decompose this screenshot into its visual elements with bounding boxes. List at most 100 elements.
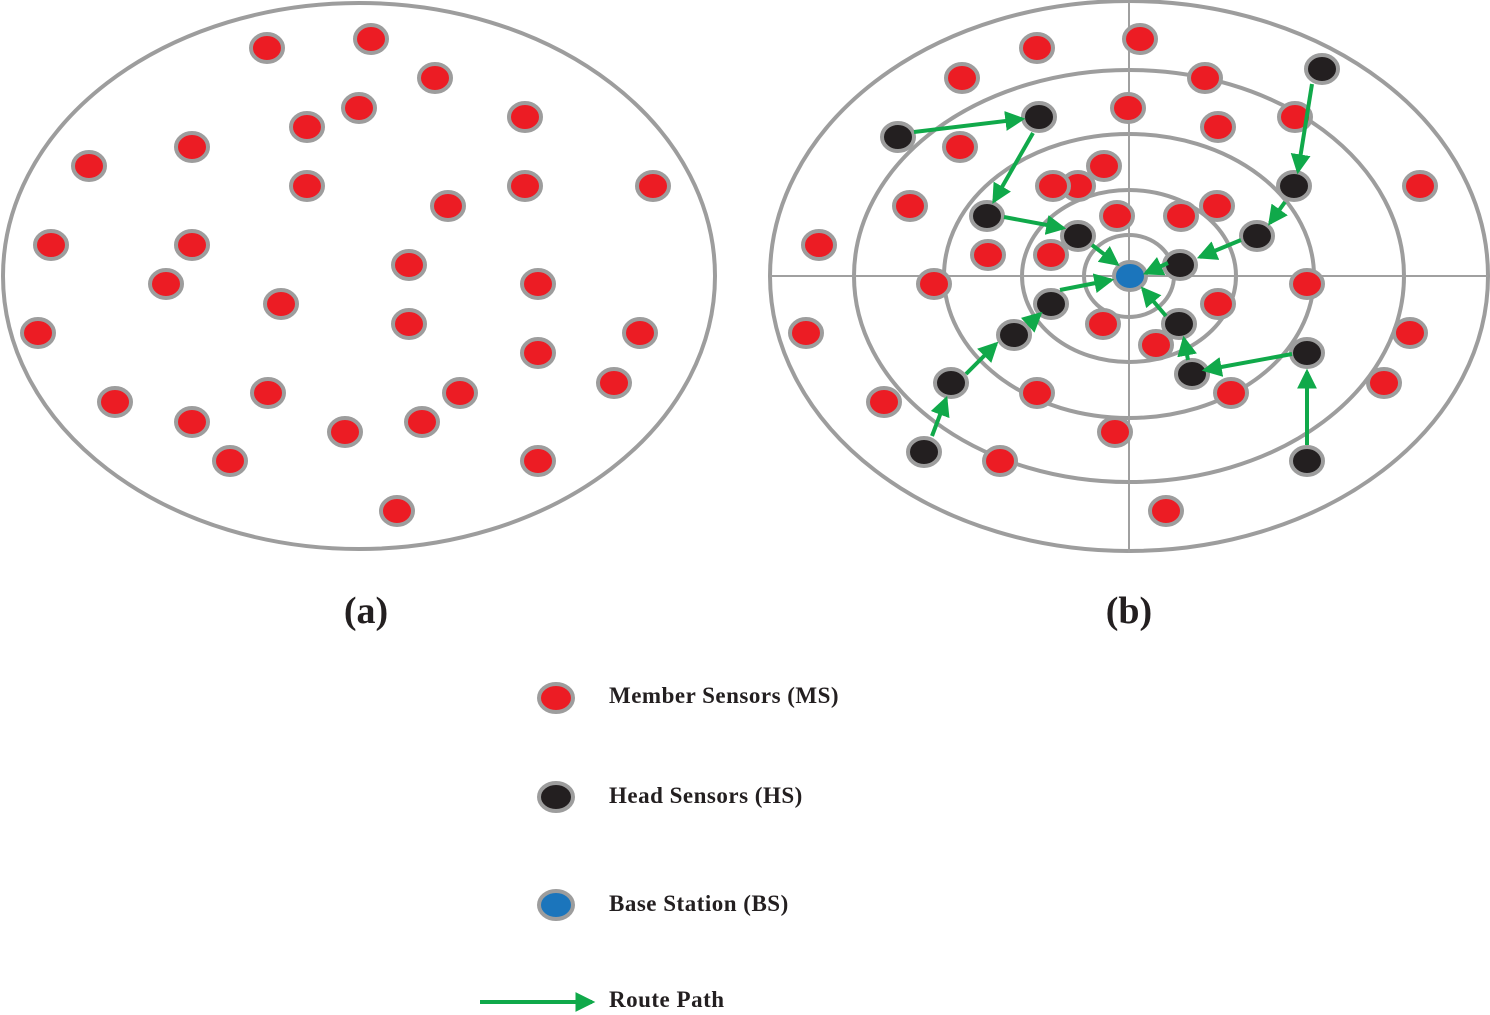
route-path-arrow (1142, 256, 1169, 276)
base-station (1112, 260, 1148, 292)
member-sensor (944, 62, 980, 94)
member-sensor (263, 288, 299, 320)
head-sensor (1239, 220, 1275, 252)
member-sensor (1099, 200, 1135, 232)
panel-b-ring-clustering (768, 0, 1490, 553)
member-sensor (391, 308, 427, 340)
caption-panel-b: (b) (1106, 590, 1152, 632)
member-sensor (1086, 150, 1122, 182)
member-sensor (1148, 495, 1184, 527)
member-sensor (622, 317, 658, 349)
member-sensor (430, 190, 466, 222)
member-sensor (174, 406, 210, 438)
legend-member-swatch (537, 682, 575, 714)
route-path-arrow (1059, 273, 1115, 294)
member-sensor (417, 62, 453, 94)
legend-item-base: Base Station (BS) (537, 889, 789, 921)
member-sensor (327, 416, 363, 448)
route-path-arrow (1177, 335, 1197, 361)
route-path-arrow (1140, 286, 1168, 318)
legend-item-head: Head Sensors (HS) (537, 781, 803, 813)
legend-base-swatch (537, 889, 575, 921)
legend-base-label: Base Station (BS) (609, 891, 789, 916)
route-path-arrow (930, 395, 950, 437)
member-sensor (635, 170, 671, 202)
member-sensor (148, 268, 184, 300)
head-sensor (906, 436, 942, 468)
member-sensor (1019, 32, 1055, 64)
head-sensor (1174, 358, 1210, 390)
member-sensor (250, 377, 286, 409)
member-sensor (1085, 308, 1121, 340)
legend-head-swatch (537, 781, 575, 813)
head-sensor (1033, 288, 1069, 320)
route-path-arrow (1090, 243, 1120, 267)
member-sensor (1366, 367, 1402, 399)
member-sensor (520, 337, 556, 369)
panel-a-field-boundary (1, 1, 717, 551)
member-sensor (520, 268, 556, 300)
member-sensor (1213, 377, 1249, 409)
member-sensor (391, 249, 427, 281)
route-path-arrow (964, 341, 999, 376)
member-sensor (33, 229, 69, 261)
legend-member-label: Member Sensors (MS) (609, 683, 839, 708)
member-sensor (982, 445, 1018, 477)
head-sensor (880, 121, 916, 153)
member-sensor (174, 131, 210, 163)
member-sensor (1019, 377, 1055, 409)
member-sensor (596, 367, 632, 399)
head-sensor (1060, 220, 1096, 252)
member-sensor (379, 495, 415, 527)
member-sensor (1138, 329, 1174, 361)
member-sensor (916, 268, 952, 300)
member-sensor (507, 170, 543, 202)
legend-item-member: Member Sensors (MS) (537, 682, 839, 714)
head-sensor (1304, 53, 1340, 85)
head-sensor (1289, 445, 1325, 477)
member-sensor (866, 386, 902, 418)
member-sensor (289, 111, 325, 143)
member-sensor (1402, 170, 1438, 202)
member-sensor (20, 317, 56, 349)
panel-a-sensor-nodes (20, 23, 671, 527)
member-sensor (801, 229, 837, 261)
head-sensor (1021, 101, 1057, 133)
member-sensor (212, 445, 248, 477)
member-sensor (1110, 92, 1146, 124)
member-sensor (404, 406, 440, 438)
member-sensor (341, 92, 377, 124)
legend-item-route: Route Path (480, 987, 724, 1012)
head-sensor (969, 200, 1005, 232)
member-sensor (1097, 416, 1133, 448)
member-sensor (892, 190, 928, 222)
route-path-arrow (1003, 215, 1067, 235)
caption-panel-a: (a) (344, 590, 388, 632)
member-sensor (1187, 62, 1223, 94)
member-sensor (1122, 23, 1158, 55)
member-sensor (1033, 239, 1069, 271)
member-sensor (970, 239, 1006, 271)
member-sensor (1200, 288, 1236, 320)
head-sensor (996, 319, 1032, 351)
route-path-arrow (1201, 352, 1293, 377)
head-sensor (933, 367, 969, 399)
member-sensor (289, 170, 325, 202)
member-sensor (1289, 268, 1325, 300)
head-sensor (1289, 337, 1325, 369)
member-sensor (249, 32, 285, 64)
head-sensor (1161, 308, 1197, 340)
member-sensor (442, 377, 478, 409)
member-sensor (71, 150, 107, 182)
member-sensor (1277, 101, 1313, 133)
member-sensor (97, 386, 133, 418)
member-sensor (1200, 111, 1236, 143)
legend-head-label: Head Sensors (HS) (609, 783, 803, 808)
member-sensor (1163, 200, 1199, 232)
member-sensor (942, 131, 978, 163)
member-sensor (353, 23, 389, 55)
member-sensor (174, 229, 210, 261)
head-sensor (1162, 249, 1198, 281)
member-sensor (520, 445, 556, 477)
